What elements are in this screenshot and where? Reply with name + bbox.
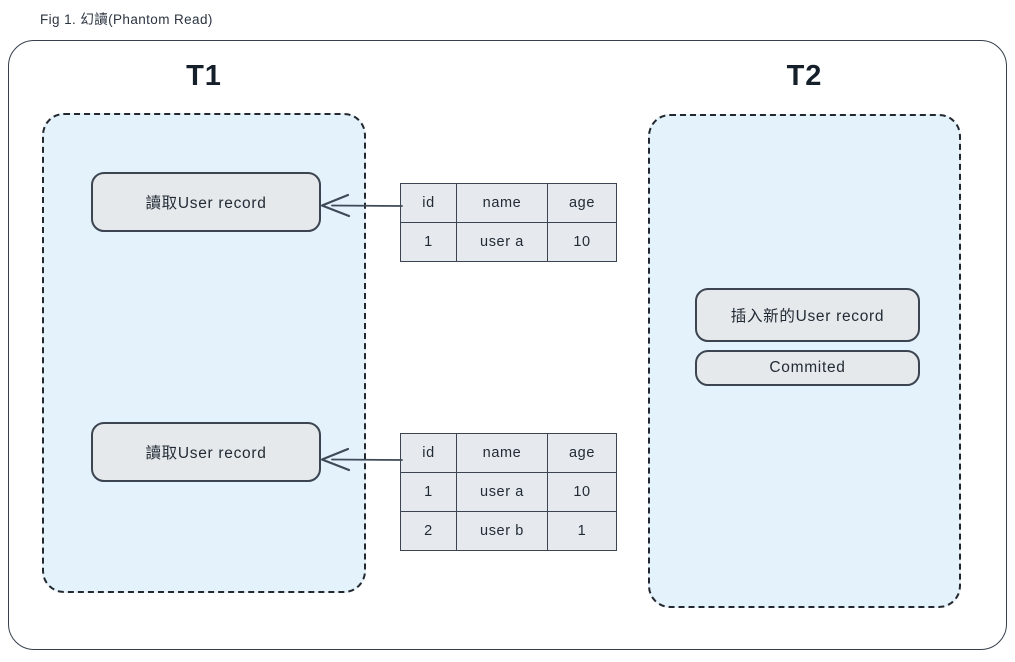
action-commited[interactable]: Commited (695, 350, 920, 386)
column-header-name: name (456, 433, 548, 473)
table-header-row: id name age (400, 433, 617, 473)
cell-id: 1 (400, 222, 457, 262)
table-row: 2 user b 1 (400, 511, 617, 551)
cell-name: user a (456, 222, 548, 262)
cell-id: 2 (400, 511, 457, 551)
cell-name: user a (456, 472, 548, 512)
column-header-id: id (400, 183, 457, 223)
column-header-age: age (547, 183, 617, 223)
cell-age: 10 (547, 222, 617, 262)
cell-age: 10 (547, 472, 617, 512)
table-row: 1 user a 10 (400, 472, 617, 512)
action-insert-new-user-record[interactable]: 插入新的User record (695, 288, 920, 342)
cell-id: 1 (400, 472, 457, 512)
transaction-title-t2: T2 (786, 60, 823, 92)
result-set-table-after-insert: id name age 1 user a 10 2 user b 1 (400, 433, 617, 551)
cell-name: user b (456, 511, 548, 551)
table-row: 1 user a 10 (400, 222, 617, 262)
cell-age: 1 (547, 511, 617, 551)
column-header-age: age (547, 433, 617, 473)
diagram-frame (8, 40, 1007, 650)
table-header-row: id name age (400, 183, 617, 223)
column-header-name: name (456, 183, 548, 223)
action-read-user-record-1[interactable]: 讀取User record (91, 172, 321, 232)
result-set-table-before-insert: id name age 1 user a 10 (400, 183, 617, 262)
action-read-user-record-2[interactable]: 讀取User record (91, 422, 321, 482)
transaction-title-t1: T1 (186, 60, 222, 92)
column-header-id: id (400, 433, 457, 473)
figure-caption: Fig 1. 幻讀(Phantom Read) (40, 12, 213, 27)
